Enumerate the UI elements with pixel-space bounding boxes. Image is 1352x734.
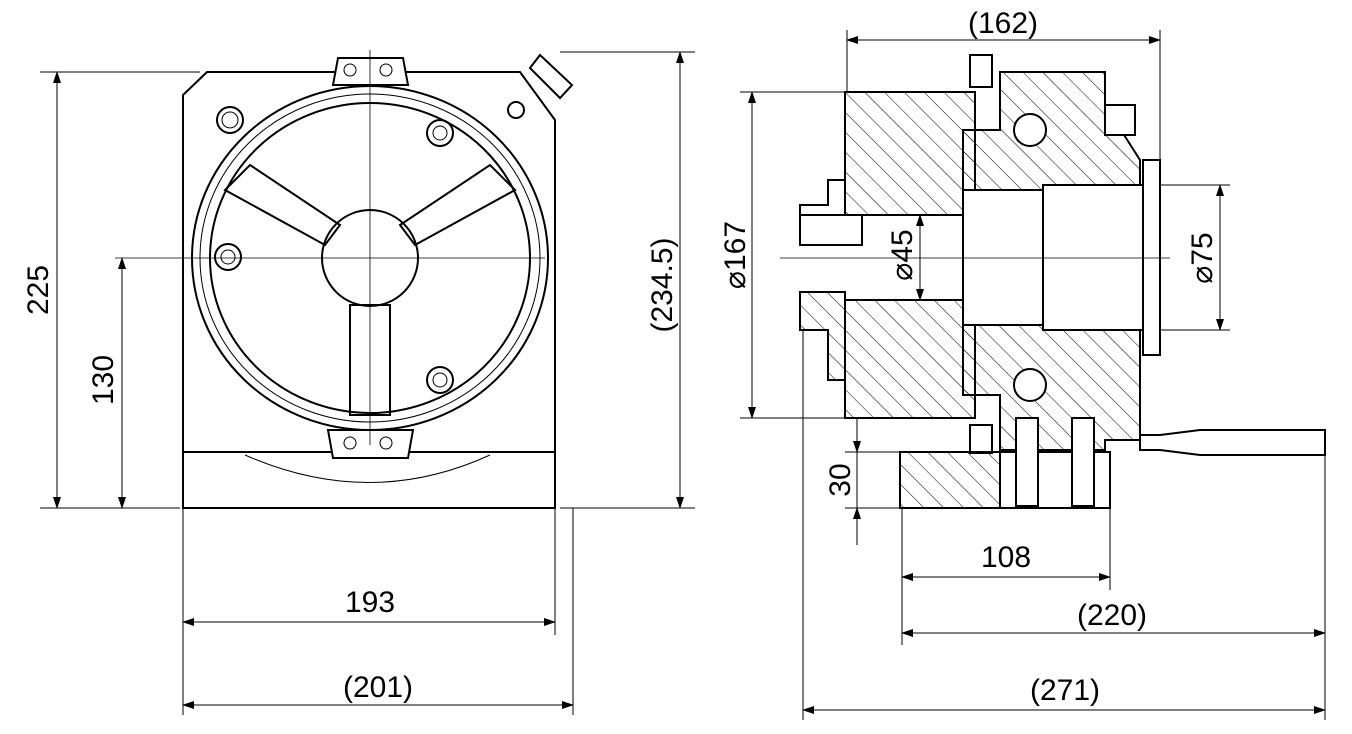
spindle (1042, 184, 1144, 331)
spindle-flange (1142, 159, 1161, 356)
dim-height-225: 225 (22, 265, 55, 315)
bearing-upper (1013, 113, 1047, 147)
bolt-head (426, 119, 454, 147)
bolt-hole (432, 372, 448, 388)
jaw-lower (799, 291, 846, 381)
dim-overall-width: (201) (343, 671, 413, 704)
dim-width-193: 193 (345, 586, 395, 619)
dim-overall-length: (271) (1030, 674, 1100, 707)
base-bolt-2 (1071, 417, 1095, 507)
chuck-body-upper (844, 91, 976, 216)
bolt-head (507, 101, 525, 119)
bolt-hole (432, 125, 448, 141)
front-view: 225 130 (234.5) 193 (201) (22, 50, 695, 715)
jaw-bottom (349, 304, 391, 416)
dim-overall-height: (234.5) (646, 237, 679, 332)
bottom-screw (969, 424, 993, 454)
bolt-hole (220, 249, 236, 265)
jaw-tip (799, 214, 863, 246)
lock-knob (1104, 104, 1136, 136)
lever-handle (1139, 429, 1326, 456)
dim-chuck-dia: ⌀167 (719, 221, 752, 289)
scale-arc (244, 454, 491, 483)
dim-spindle-dia: ⌀75 (1186, 232, 1219, 283)
dim-center-130: 130 (87, 355, 120, 405)
lock-handle (528, 53, 574, 100)
bolt-hole (221, 111, 239, 129)
dim-chuck-length: (162) (968, 7, 1038, 40)
mounting-bolts (214, 101, 525, 394)
base-plate (182, 451, 556, 509)
dim-length-220: (220) (1077, 599, 1147, 632)
side-view: (162) ⌀167 ⌀45 ⌀75 30 108 (220) (271) (719, 7, 1326, 720)
base-bolt-1 (1015, 417, 1039, 507)
bolt-head (216, 106, 244, 134)
jaw-left (223, 163, 342, 247)
jaws (223, 163, 517, 416)
chuck-body-lower (844, 299, 976, 419)
dim-base-height: 30 (824, 463, 857, 496)
clamp-screw (343, 63, 357, 77)
bottom-clamp (326, 429, 415, 459)
clamp-screw (379, 436, 393, 450)
dim-bore-dia: ⌀45 (886, 229, 919, 280)
clamp-screw (379, 63, 393, 77)
jaw-right (398, 163, 517, 247)
bolt-head (214, 243, 242, 271)
spindle-bore (962, 189, 1044, 326)
clamp-screw (343, 436, 357, 450)
bearing-lower (1013, 368, 1047, 402)
bolt-head (426, 366, 454, 394)
jaw-upper (799, 179, 846, 216)
dim-base-width: 108 (981, 541, 1031, 574)
top-screw (969, 54, 993, 88)
